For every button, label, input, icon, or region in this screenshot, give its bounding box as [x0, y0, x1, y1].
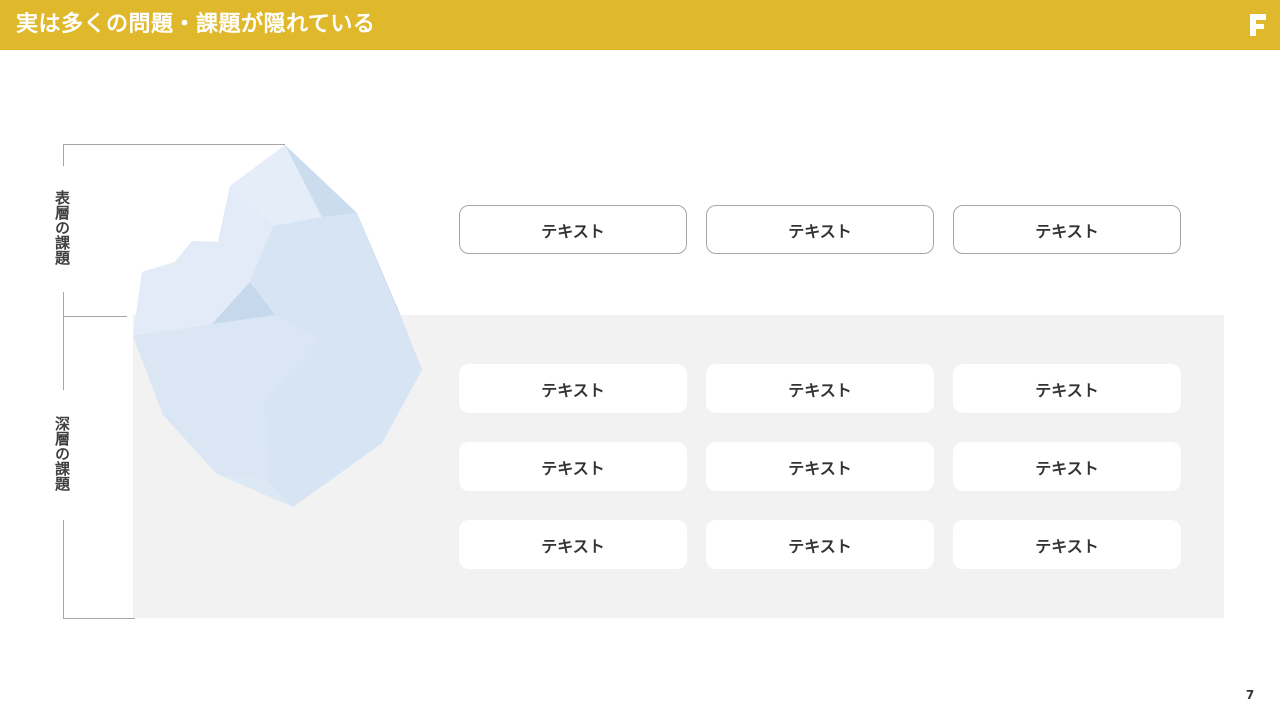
deep-issue-box: テキスト [953, 364, 1181, 413]
bracket-bottom-line [63, 618, 135, 619]
deep-issue-box: テキスト [706, 442, 934, 491]
deep-issue-box: テキスト [953, 442, 1181, 491]
surface-issue-box: テキスト [459, 205, 687, 254]
page-title: 実は多くの問題・課題が隠れている [16, 12, 376, 37]
surface-issues-label: 表層の課題 [53, 190, 71, 265]
surface-issue-box: テキスト [953, 205, 1181, 254]
header-bar: 実は多くの問題・課題が隠れている [0, 0, 1280, 50]
bracket-divider-line [63, 316, 127, 317]
bracket-left-line-upper [63, 144, 64, 166]
brand-logo-icon [1250, 14, 1266, 36]
bracket-left-line-lower [63, 520, 64, 619]
surface-issue-box: テキスト [706, 205, 934, 254]
bracket-left-line-middle [63, 292, 64, 390]
deep-issue-box: テキスト [706, 520, 934, 569]
deep-issue-box: テキスト [953, 520, 1181, 569]
deep-issue-box: テキスト [459, 520, 687, 569]
deep-issue-box: テキスト [706, 364, 934, 413]
bracket-top-line [63, 144, 285, 145]
page-number: 7 [1245, 688, 1255, 702]
deep-issue-box: テキスト [459, 364, 687, 413]
deep-issue-box: テキスト [459, 442, 687, 491]
deep-issues-label: 深層の課題 [53, 416, 71, 491]
